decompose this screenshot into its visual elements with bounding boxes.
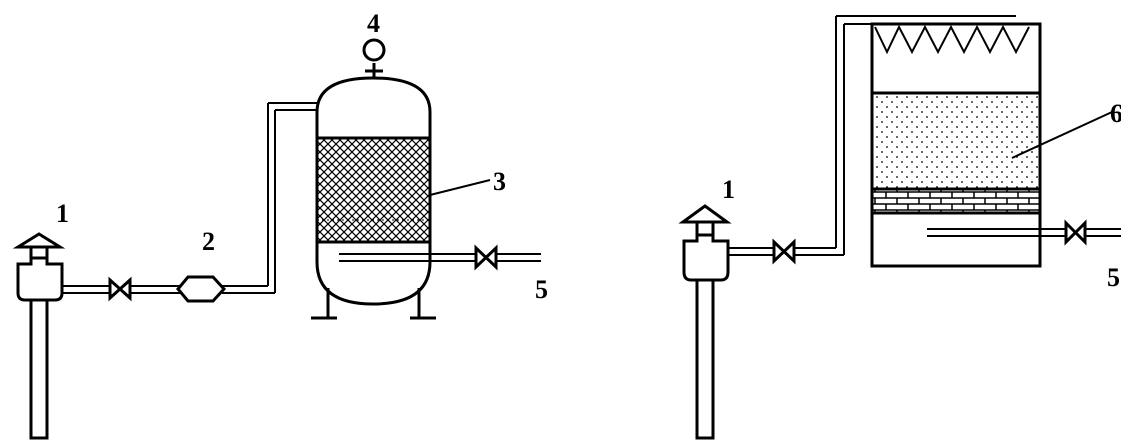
wellhead-cap-left <box>12 232 66 249</box>
outlet-valve-left <box>474 244 498 271</box>
leader-6 <box>1011 111 1113 159</box>
right-system: 1 6 5 <box>678 15 1121 440</box>
pressure-vessel <box>311 76 436 320</box>
inlet-valve-left <box>108 276 132 302</box>
label-6: 6 <box>1110 99 1121 128</box>
label-4: 4 <box>367 9 380 38</box>
spray-nozzle-icon <box>874 24 1030 55</box>
wellhead-left <box>12 232 66 440</box>
wellhead-cap-right <box>678 204 732 224</box>
media-bed <box>315 136 432 244</box>
wellhead-neck-right <box>695 220 715 237</box>
capped-wellhead-icon-right <box>682 233 730 282</box>
flowmeter <box>176 275 227 303</box>
label-1-left: 1 <box>56 199 69 228</box>
label-2: 2 <box>202 227 215 256</box>
label-5-left: 5 <box>535 275 548 304</box>
label-1-right: 1 <box>722 175 735 204</box>
filter-media <box>870 91 1042 191</box>
label-5-right: 5 <box>1107 263 1120 292</box>
outlet-pipe-right <box>927 219 1121 246</box>
wellhead-neck-left <box>29 245 49 260</box>
leader-3 <box>429 179 491 196</box>
left-system: 1 2 3 4 5 <box>12 9 548 440</box>
vent-valve <box>362 38 386 78</box>
support-grid <box>870 187 1042 215</box>
gauge-icon <box>362 38 386 62</box>
inlet-valve-right <box>772 238 796 265</box>
outlet-pipe-left <box>339 244 541 271</box>
bowtie-valve-icon <box>108 276 132 302</box>
well-casing-right <box>695 278 715 440</box>
label-3: 3 <box>493 167 506 196</box>
well-casing-left <box>29 296 49 440</box>
wellhead-right <box>678 204 732 440</box>
outlet-valve-right <box>1064 219 1087 246</box>
capped-wellhead-icon <box>16 256 64 302</box>
